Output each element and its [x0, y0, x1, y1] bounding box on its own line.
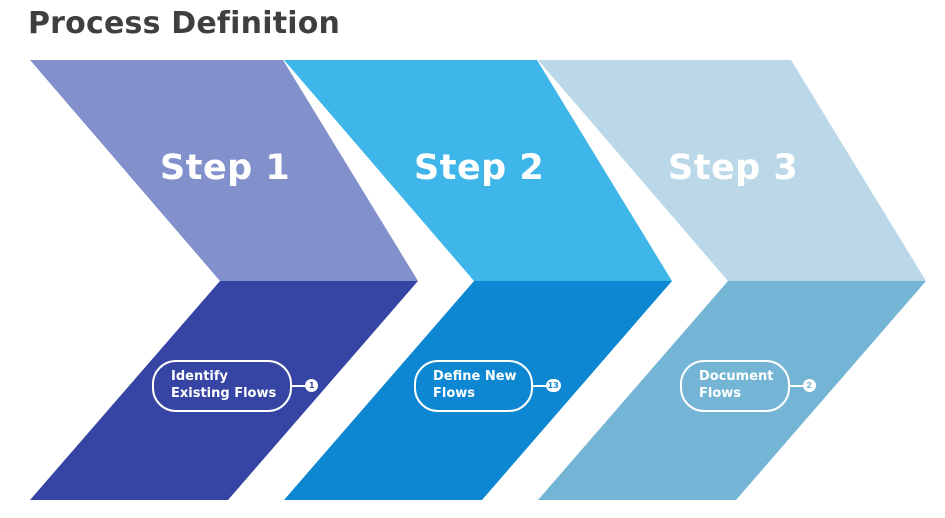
step-2-badge: 13: [545, 379, 561, 393]
step-3-label: Step 3: [668, 148, 799, 188]
step-3-task-line-2: Flows: [699, 385, 742, 401]
chevron-step-1-top-band: [30, 60, 418, 281]
step-1-task-line-1: Identify: [171, 369, 229, 384]
step-1-task: Identify Existing Flows 1: [152, 360, 319, 412]
chevron-step-3-top-band: [538, 60, 926, 281]
step-3-task: Document Flows 2: [680, 360, 816, 412]
chevron-step-1: Step 1 Identify Existing Flows 1: [30, 60, 422, 500]
chevron-step-2: Step 2 Define New Flows 13: [284, 60, 676, 500]
step-2-task-line-1: Define New: [433, 369, 517, 384]
step-3-task-pill: Document Flows: [680, 360, 790, 412]
step-1-connector-line: [292, 384, 306, 387]
step-2-task: Define New Flows 13: [414, 360, 561, 412]
step-2-connector-line: [532, 384, 546, 387]
chevron-step-3-shape: [538, 60, 926, 500]
step-1-task-line-2: Existing Flows: [171, 385, 277, 401]
step-1-badge: 1: [305, 379, 319, 393]
step-2-task-pill: Define New Flows: [414, 360, 533, 412]
step-2-label: Step 2: [414, 148, 545, 188]
chevron-step-1-bottom-band: [30, 281, 418, 500]
chevron-step-2-top-band: [284, 60, 672, 281]
page-title: Process Definition: [28, 6, 341, 41]
chevron-step-2-shape: [284, 60, 672, 500]
step-3-connector-line: [789, 384, 803, 387]
step-1-label: Step 1: [160, 148, 291, 188]
chevron-step-2-bottom-band: [284, 281, 672, 500]
step-2-task-line-2: Flows: [433, 385, 476, 401]
chevron-step-3-bottom-band: [538, 281, 926, 500]
chevron-step-3: Step 3 Document Flows 2: [538, 60, 930, 500]
step-3-task-line-1: Document: [699, 369, 774, 384]
chevron-step-1-shape: [30, 60, 418, 500]
step-3-badge: 2: [802, 379, 816, 393]
step-1-task-pill: Identify Existing Flows: [152, 360, 293, 412]
